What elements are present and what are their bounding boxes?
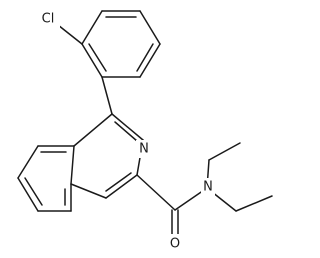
bond xyxy=(17,177,39,212)
double-bond-inner xyxy=(136,43,154,72)
chlorine-label: Cl xyxy=(42,12,55,27)
carbonyl-oxygen-label: O xyxy=(170,237,180,252)
amide-group xyxy=(136,174,208,237)
chemical-structure-diagram: Cl N N O xyxy=(17,10,273,254)
bond xyxy=(208,142,241,161)
chlorophenyl-ring xyxy=(81,10,161,78)
double-bond-inner xyxy=(114,121,138,142)
bond xyxy=(81,10,103,45)
bond xyxy=(139,10,161,45)
bond xyxy=(70,145,75,185)
double-bond-inner xyxy=(24,177,43,206)
ring-nitrogen-label: N xyxy=(139,142,149,157)
carbon-chlorine-bond xyxy=(57,24,83,45)
double-bond-inner xyxy=(105,172,132,192)
atom-chlorine: Cl xyxy=(38,11,60,29)
bond xyxy=(111,113,144,141)
bond xyxy=(70,183,107,199)
biaryl-bond xyxy=(101,76,113,115)
ethyl-groups xyxy=(206,142,273,212)
isoquinoline-pyridine-ring xyxy=(70,113,144,199)
bond xyxy=(235,195,273,212)
bond xyxy=(105,174,138,199)
bond xyxy=(136,174,176,211)
bond xyxy=(81,43,103,78)
isoquinoline-benzo-ring xyxy=(17,145,75,212)
atom-carbonyl-oxygen: O xyxy=(168,234,182,254)
bond xyxy=(139,43,161,78)
amide-nitrogen-label: N xyxy=(203,180,213,195)
bond xyxy=(73,113,113,147)
bond xyxy=(17,145,39,179)
atom-ring-nitrogen: N xyxy=(136,140,152,158)
double-bond-inner xyxy=(88,43,107,72)
atom-amide-nitrogen: N xyxy=(201,178,215,196)
